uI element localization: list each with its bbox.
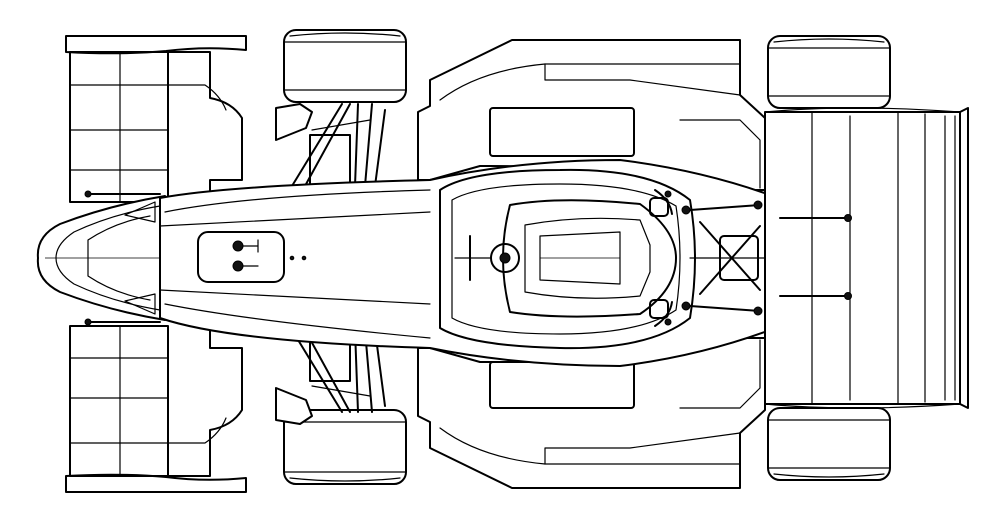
front-wing-plane-upper	[69, 51, 169, 203]
front-left-wheel	[283, 29, 407, 103]
front-suspension-upper	[275, 103, 386, 187]
knob-upper	[232, 240, 244, 252]
seat	[502, 199, 677, 318]
rear-frame	[681, 200, 771, 316]
dash-plate	[197, 231, 285, 283]
front-wing-endplate-lower	[65, 473, 247, 493]
nose-cone	[36, 195, 166, 321]
rear-right-wheel	[767, 407, 891, 481]
knob-lower	[232, 260, 244, 272]
front-wing-plane-lower	[69, 325, 169, 477]
front-wing-endplate-upper	[65, 35, 247, 55]
front-right-wheel	[283, 409, 407, 485]
rear-wing	[764, 107, 969, 409]
front-wing	[65, 35, 247, 493]
cockpit-rim	[439, 168, 696, 350]
sidepod-vent-upper	[489, 107, 635, 157]
rear-left-wheel	[767, 35, 891, 109]
rear-wing-main-plane	[764, 111, 961, 405]
cockpit	[439, 168, 696, 350]
